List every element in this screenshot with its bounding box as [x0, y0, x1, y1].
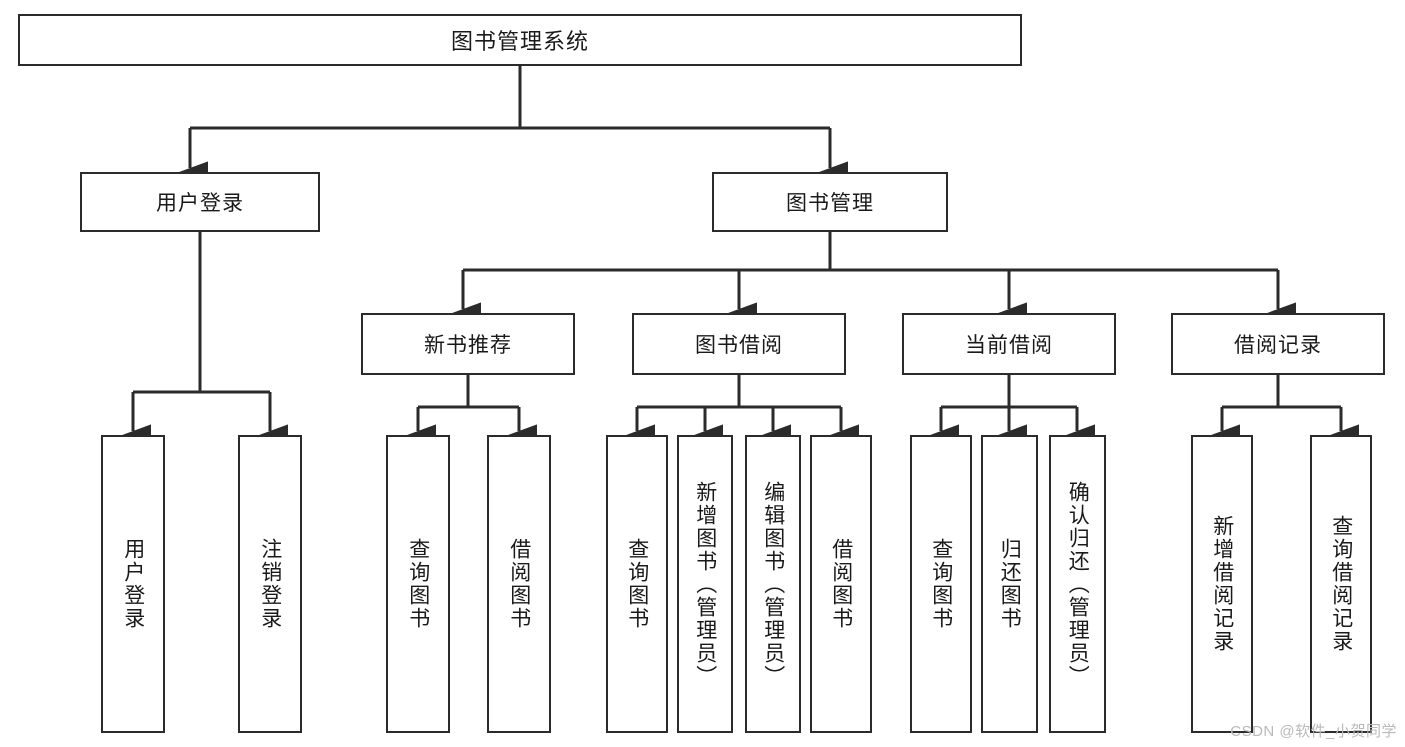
- node-label: 归还图书: [998, 538, 1022, 630]
- node-label: 图书管理: [786, 192, 874, 215]
- node-user-login[interactable]: 用户登录: [80, 172, 320, 232]
- node-leaf-query-book-current[interactable]: 查询图书: [910, 435, 972, 733]
- node-label: 编辑图书（管理员）: [761, 480, 785, 688]
- node-label: 查询借阅记录: [1329, 515, 1353, 653]
- node-label: 注销登录: [258, 538, 282, 630]
- node-label: 用户登录: [156, 192, 244, 215]
- node-new-book-recommend[interactable]: 新书推荐: [361, 313, 575, 375]
- node-label: 图书管理系统: [450, 29, 589, 54]
- node-label: 确认归还（管理员）: [1066, 480, 1090, 688]
- node-label: 借阅图书: [829, 538, 853, 630]
- node-borrow-record[interactable]: 借阅记录: [1171, 313, 1385, 375]
- node-leaf-logout-login[interactable]: 注销登录: [238, 435, 302, 733]
- node-label: 新书推荐: [424, 334, 512, 357]
- node-label: 用户登录: [121, 538, 145, 630]
- node-label: 查询图书: [929, 538, 953, 630]
- node-label: 当前借阅: [965, 334, 1053, 357]
- node-leaf-query-book-borrow[interactable]: 查询图书: [606, 435, 668, 733]
- watermark-text: CSDN @软件_小贺同学: [1230, 723, 1397, 740]
- node-leaf-return-book[interactable]: 归还图书: [981, 435, 1038, 733]
- node-root-book-management-system[interactable]: 图书管理系统: [18, 14, 1022, 66]
- node-leaf-confirm-return[interactable]: 确认归还（管理员）: [1049, 435, 1106, 733]
- node-book-management[interactable]: 图书管理: [712, 172, 948, 232]
- node-leaf-borrow-book-borrow[interactable]: 借阅图书: [810, 435, 872, 733]
- node-leaf-query-borrow-record[interactable]: 查询借阅记录: [1310, 435, 1372, 733]
- node-label: 新增借阅记录: [1210, 515, 1234, 653]
- node-label: 查询图书: [406, 538, 430, 630]
- node-current-borrow[interactable]: 当前借阅: [902, 313, 1116, 375]
- node-leaf-edit-book[interactable]: 编辑图书（管理员）: [745, 435, 801, 733]
- node-label: 查询图书: [625, 538, 649, 630]
- node-label: 新增图书（管理员）: [693, 480, 717, 688]
- node-leaf-add-borrow-record[interactable]: 新增借阅记录: [1191, 435, 1253, 733]
- node-leaf-borrow-book-recommend[interactable]: 借阅图书: [487, 435, 551, 733]
- node-book-borrow[interactable]: 图书借阅: [632, 313, 846, 375]
- node-label: 借阅图书: [507, 538, 531, 630]
- node-label: 借阅记录: [1234, 334, 1322, 357]
- node-leaf-add-book[interactable]: 新增图书（管理员）: [677, 435, 733, 733]
- node-leaf-query-book-recommend[interactable]: 查询图书: [386, 435, 450, 733]
- node-leaf-user-login[interactable]: 用户登录: [101, 435, 165, 733]
- node-label: 图书借阅: [695, 334, 783, 357]
